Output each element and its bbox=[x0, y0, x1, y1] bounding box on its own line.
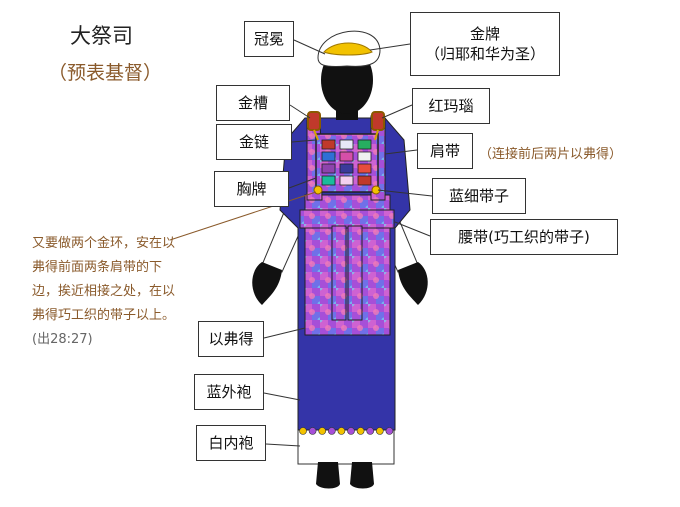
golden-bell bbox=[356, 427, 365, 435]
pomegranate bbox=[347, 427, 355, 435]
verse-text: 又要做两个金环，安在以弗得前面两条肩带的下边，挨近相接之处，在以弗得巧工织的带子… bbox=[32, 236, 176, 323]
golden-bell bbox=[337, 427, 346, 435]
breastplate-stone bbox=[321, 175, 336, 186]
label-blue-cord: 蓝细带子 bbox=[432, 178, 526, 214]
breastplate-stone bbox=[321, 163, 336, 174]
golden-bell bbox=[299, 427, 307, 435]
verse-pointer bbox=[169, 191, 317, 241]
hands bbox=[252, 262, 428, 305]
breastplate-stone bbox=[321, 139, 336, 150]
leader-lines bbox=[263, 39, 433, 447]
verse-annotation: 又要做两个金环，安在以弗得前面两条肩带的下边，挨近相接之处，在以弗得巧工织的带子… bbox=[32, 232, 182, 352]
label-girdle: 腰带(巧工织的带子) bbox=[430, 219, 618, 255]
breastplate-stone bbox=[339, 139, 354, 150]
pomegranate bbox=[327, 427, 336, 435]
pomegranate bbox=[308, 427, 317, 435]
label-ephod: 以弗得 bbox=[198, 321, 264, 357]
girdle bbox=[299, 209, 395, 321]
gold-plate bbox=[323, 42, 373, 56]
feet bbox=[316, 462, 374, 489]
pomegranate bbox=[366, 427, 375, 435]
label-gold-plate: 金牌 （归耶和华为圣） bbox=[410, 12, 560, 76]
breastplate-stone bbox=[339, 151, 354, 162]
golden-bell bbox=[375, 427, 384, 435]
breastplate-stone bbox=[321, 151, 336, 162]
shoulder-piece-note: （连接前后两片以弗得） bbox=[479, 147, 623, 162]
label-white-robe: 白内袍 bbox=[196, 425, 266, 461]
label-gold-chain: 金链 bbox=[216, 124, 292, 160]
verse-reference: (出28:27) bbox=[32, 332, 93, 347]
label-shoulder-piece: 肩带 bbox=[417, 133, 473, 169]
breastplate-stone bbox=[357, 151, 372, 162]
page-subtitle: （预表基督） bbox=[48, 62, 163, 84]
breastplate-stone bbox=[357, 139, 372, 150]
robe-hem-bells bbox=[299, 427, 394, 435]
label-gold-plate-inscription: （归耶和华为圣） bbox=[424, 45, 545, 63]
label-breastplate: 胸牌 bbox=[214, 171, 289, 207]
gold-chains bbox=[313, 129, 379, 141]
breastplate-stone bbox=[357, 175, 372, 186]
golden-bell bbox=[318, 427, 327, 435]
label-onyx: 红玛瑙 bbox=[412, 88, 490, 124]
label-gold-setting: 金槽 bbox=[216, 85, 290, 121]
page-title: 大祭司 bbox=[70, 24, 133, 48]
label-blue-robe: 蓝外袍 bbox=[194, 374, 264, 410]
label-gold-plate-title: 金牌 bbox=[469, 24, 500, 43]
breastplate-stones bbox=[321, 139, 372, 186]
breastplate-stone bbox=[339, 175, 354, 186]
label-crown: 冠冕 bbox=[244, 21, 294, 57]
breastplate-stone bbox=[357, 163, 372, 174]
breastplate-stone bbox=[339, 163, 354, 174]
pomegranate bbox=[385, 427, 394, 435]
